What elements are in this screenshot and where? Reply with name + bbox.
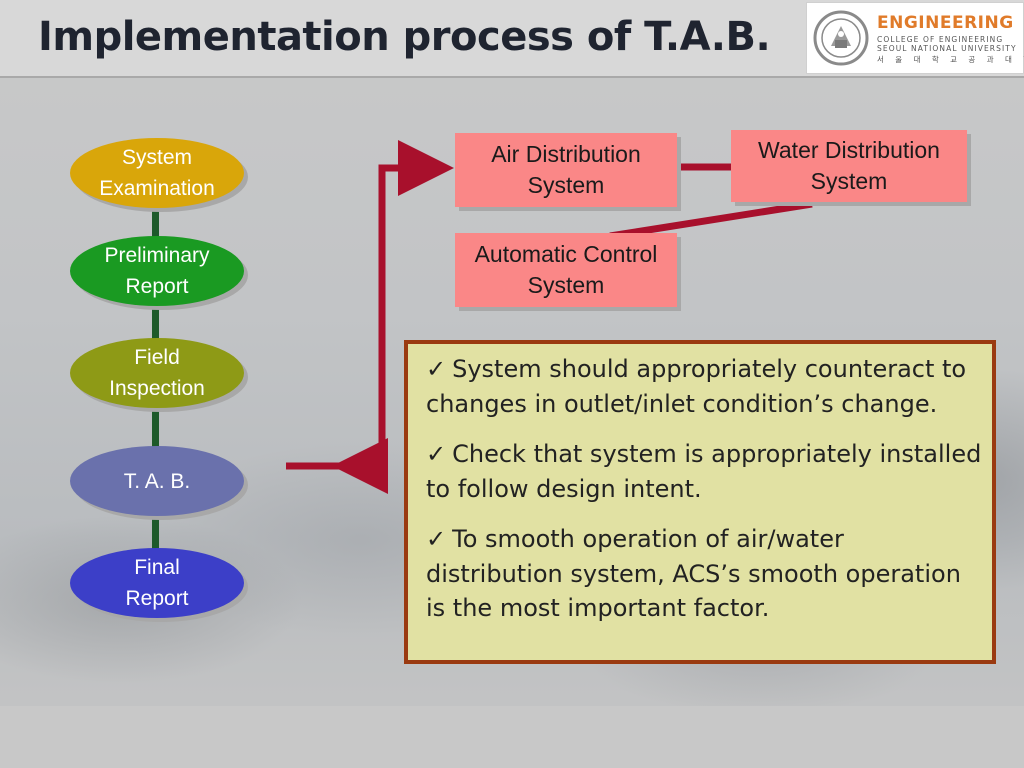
checkmark-icon: ✓: [426, 440, 447, 468]
note-text: Check that system is appropriately insta…: [426, 440, 982, 503]
step-label: T. A. B.: [123, 469, 191, 493]
automatic-control-system-box: Automatic Control System: [455, 233, 677, 307]
note-text: To smooth operation of air/water distrib…: [426, 525, 961, 622]
step-label: System: [121, 146, 192, 169]
step-label: Inspection: [109, 377, 205, 400]
link-water-auto: [609, 200, 813, 240]
checkmark-icon: ✓: [426, 355, 447, 383]
step-label: Report: [125, 587, 189, 610]
note-item: ✓To smooth operation of air/water distri…: [426, 522, 982, 626]
checkmark-icon: ✓: [426, 525, 447, 553]
system-label: Air Distribution: [491, 141, 641, 167]
notes-box: ✓System should appropriately counteract …: [404, 340, 996, 664]
logo-korean: 서 울 대 학 교 공 과 대 학: [877, 55, 1024, 64]
water-distribution-system-box: Water Distribution System: [731, 130, 967, 202]
system-label: System: [810, 168, 888, 194]
step-label: Report: [125, 275, 189, 298]
step-label: Preliminary: [104, 244, 210, 267]
note-item: ✓System should appropriately counteract …: [426, 352, 982, 421]
step-tab: T. A. B.: [70, 446, 244, 516]
university-seal-icon: [813, 10, 869, 66]
step-preliminary-report: Preliminary Report: [70, 236, 244, 306]
logo-university: SEOUL NATIONAL UNIVERSITY: [877, 44, 1017, 53]
note-text: System should appropriately counteract t…: [426, 355, 967, 418]
system-label: Water Distribution: [758, 137, 940, 163]
step-label: Field: [134, 346, 180, 369]
step-label: Final: [134, 556, 180, 579]
footer-band: [0, 706, 1024, 768]
step-label: Examination: [99, 177, 215, 200]
system-label: System: [527, 272, 605, 298]
step-final-report: Final Report: [70, 548, 244, 618]
logo-wordmark: ENGINEERING: [877, 13, 1014, 33]
system-label: Automatic Control: [474, 241, 658, 267]
step-system-examination: System Examination: [70, 138, 244, 208]
logo-college: COLLEGE OF ENGINEERING: [877, 35, 1004, 44]
system-label: System: [527, 172, 605, 198]
slide-title: Implementation process of T.A.B.: [38, 14, 771, 60]
air-distribution-system-box: Air Distribution System: [455, 133, 677, 207]
step-field-inspection: Field Inspection: [70, 338, 244, 408]
university-logo: ENGINEERING COLLEGE OF ENGINEERING SEOUL…: [806, 2, 1024, 74]
note-item: ✓Check that system is appropriately inst…: [426, 437, 982, 506]
